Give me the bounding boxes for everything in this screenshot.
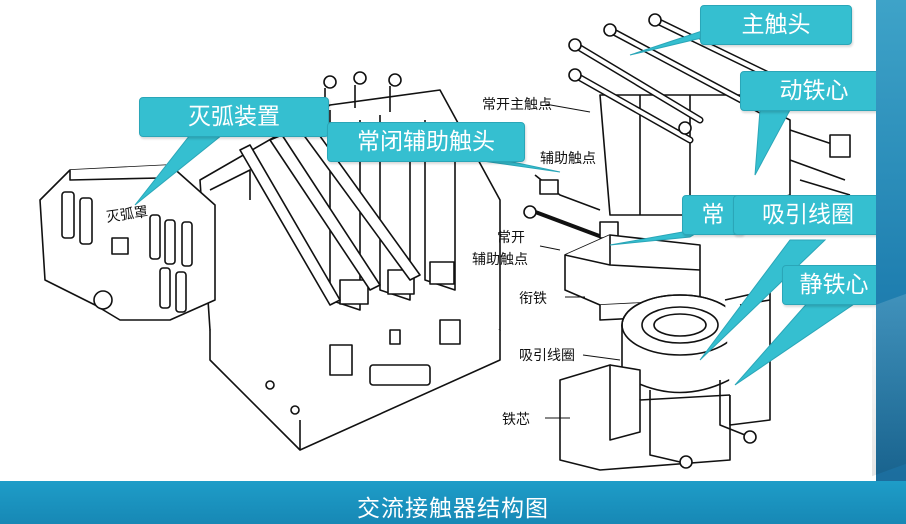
label-armature: 衔铁 — [519, 291, 547, 307]
callout-coil: 吸引线圈 — [733, 195, 883, 235]
side-decoration — [876, 0, 906, 524]
callout-static-core: 静铁心 — [782, 265, 886, 305]
callout-nc-aux-contact: 常闭辅助触头 — [327, 122, 525, 162]
title-bar: 交流接触器结构图 — [0, 481, 906, 524]
label-no-aux-point: 辅助触点 — [472, 252, 528, 268]
contactor-body — [199, 71, 501, 451]
arc-cover — [39, 164, 216, 321]
label-no-main-point: 常开主触点 — [482, 97, 552, 113]
contactor-diagram — [39, 13, 862, 471]
label-no-prefix: 常开 — [497, 230, 525, 246]
exploded-view — [523, 13, 851, 471]
callout-moving-core: 动铁心 — [740, 71, 888, 111]
slide-title: 交流接触器结构图 — [357, 496, 549, 522]
callout-arc-device: 灭弧装置 — [139, 97, 329, 137]
callout-main-contact: 主触头 — [700, 5, 852, 45]
label-iron-core: 铁芯 — [502, 412, 530, 428]
label-coil: 吸引线圈 — [519, 348, 575, 364]
label-aux-point: 辅助触点 — [540, 151, 596, 167]
